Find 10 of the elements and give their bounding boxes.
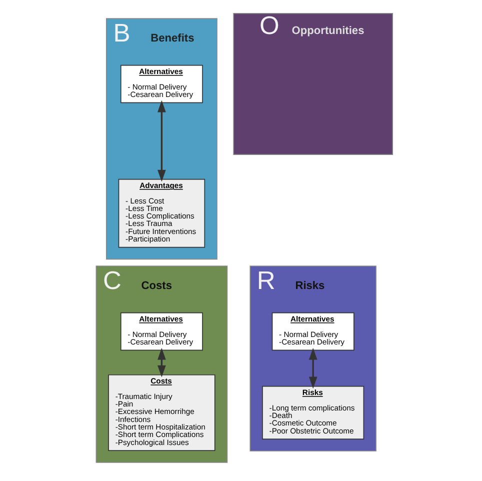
node-box: Risks -Long term complications -Death -Cosmetic Outcome -Poor Obstetric Outcome [262,386,364,440]
node-box: Alternatives - Normal Delivery -Cesarean Delivery [120,312,203,351]
node-box: Alternatives - Normal Delivery -Cesarean Delivery [120,64,203,104]
arrow [158,100,166,182]
node-box: Costs -Traumatic Injury -Pain -Excessive Hemorrihge -Infections -Short term Hospitalization -Short term Complications -Psychological Issues [108,374,216,451]
node-box: Alternatives - Normal Delivery -Cesarean Delivery [272,312,354,351]
node-box: O Opportunities [233,13,394,156]
arrow [308,348,318,389]
node-box: Advantages - Less Cost -Less Time -Less Complications -Less Trauma -Future Interventions -Participation [118,178,206,248]
arrow [158,348,166,378]
